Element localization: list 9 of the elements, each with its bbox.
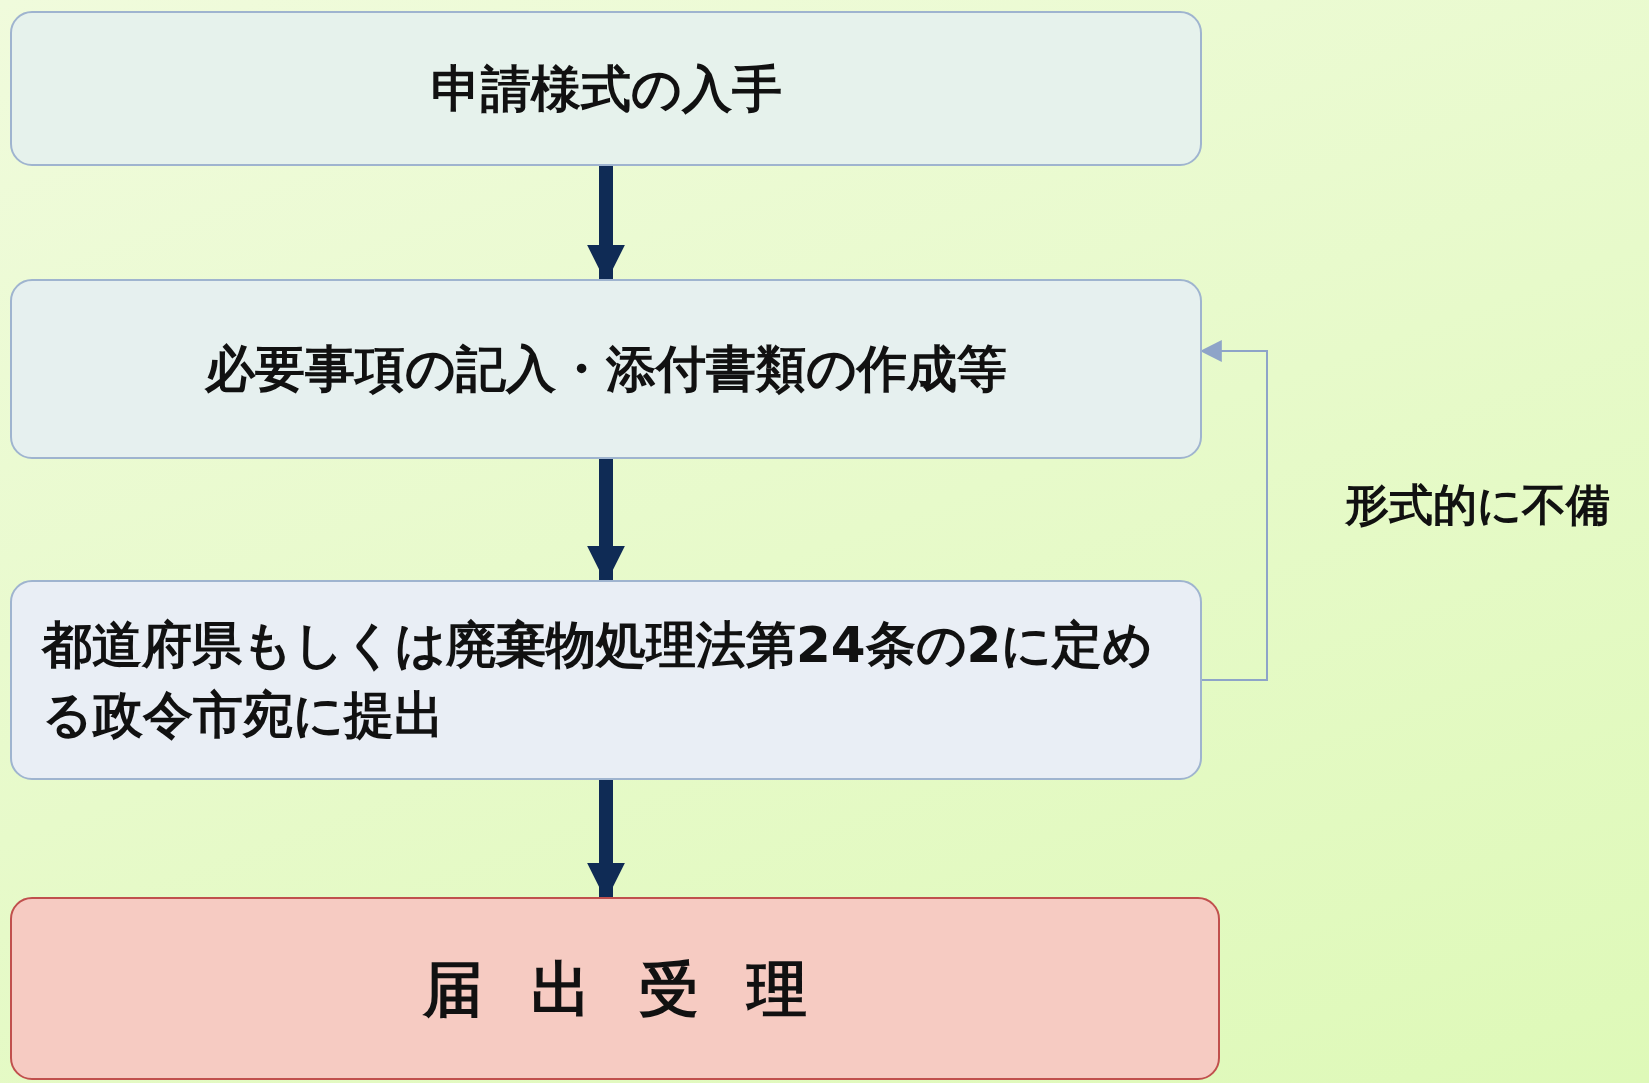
process-box (10, 580, 1202, 780)
box-text: 必要事項の記入・添付書類の作成等 (205, 339, 1007, 400)
box-text: 申請様式の入手 (430, 58, 782, 120)
process-box (10, 279, 1202, 459)
process-box (10, 11, 1202, 166)
process-box (10, 897, 1220, 1080)
box-text: 届出受理 (423, 952, 855, 1026)
box-text: 都道府県もしくは廃棄物処理法第24条の2に定める政令市宛に提出 (42, 615, 1155, 746)
edge-label: 形式的に不備 (1345, 477, 1610, 532)
